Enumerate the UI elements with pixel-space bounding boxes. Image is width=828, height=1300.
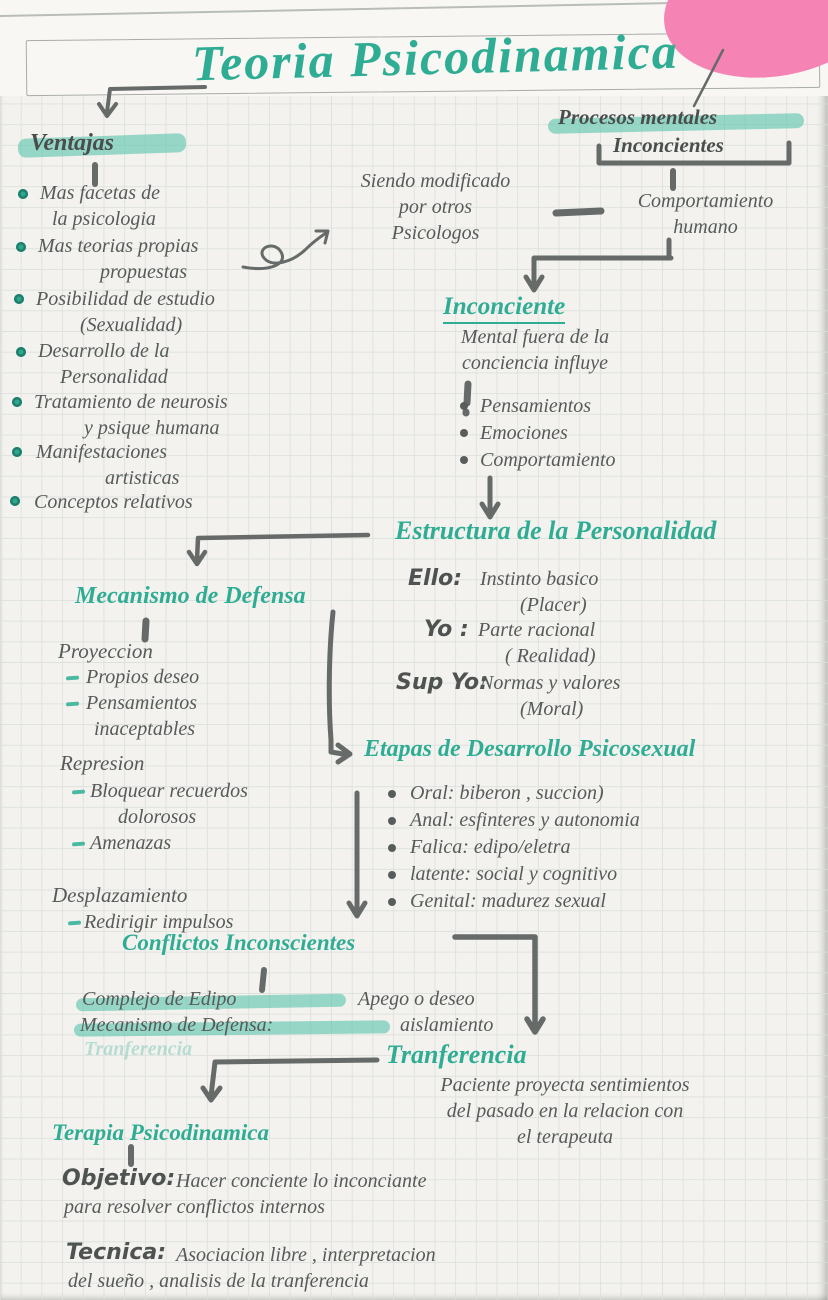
estructura-def: Normas y valores (Moral) — [480, 672, 621, 720]
tecnica-label: Tecnica: — [66, 1240, 167, 1265]
bullet-icon — [12, 447, 22, 457]
ventajas-heading: Ventajas — [30, 130, 115, 156]
defensa-item: Propios deseo — [86, 666, 200, 688]
objetivo-text: Hacer conciente lo inconciante para reso… — [64, 1170, 427, 1218]
etapa-item: Genital: madurez sexual — [410, 890, 606, 912]
terapia-heading: Terapia Psicodinamica — [52, 1120, 270, 1145]
arrow-title-to-ventajas — [97, 85, 207, 118]
arrow-tranferencia-to-terapia — [200, 1057, 380, 1103]
arrow-etapas-to-conflictos — [346, 790, 368, 919]
bullet-icon — [16, 242, 26, 252]
defensa-item: Redirigir impulsos — [84, 911, 234, 933]
bullet-icon — [388, 844, 396, 852]
ventajas-item: Posibilidad de estudio (Sexualidad) — [36, 288, 215, 336]
defensa-item: Amenazas — [90, 832, 172, 854]
inconciente-item: Emociones — [480, 422, 568, 444]
mecanismo-defensa-label: Mecanismo de Defensa: — [80, 1014, 274, 1036]
estructura-term: Sup Yo: — [396, 670, 488, 695]
arrow-comportamiento-to-inconciente — [523, 237, 674, 293]
aislamiento-text: aislamiento — [400, 1014, 494, 1036]
ventajas-item: Mas facetas de la psicologia — [40, 182, 160, 230]
etapa-item: Oral: biberon , succion) — [410, 782, 604, 804]
apego-deseo-text: Apego o deseo — [358, 988, 475, 1010]
arrow-to-estructura — [479, 475, 501, 520]
objetivo-label: Objetivo: — [62, 1166, 176, 1191]
mecanismo-link-dash — [141, 617, 150, 643]
arrow-estructura-to-mecanismo — [186, 532, 371, 567]
modificado-comportamiento-dash — [552, 207, 605, 217]
inconcientes-bracket-underline — [596, 140, 792, 166]
tranferencia-heading: Tranferencia — [386, 1040, 527, 1069]
defensa-group-title: Represion — [60, 751, 145, 775]
estructura-heading: Estructura de la Personalidad — [395, 516, 717, 545]
inconciente-exclamation-dash — [462, 380, 472, 417]
ventajas-item: Mas teorias propias propuestas — [38, 235, 199, 283]
defensa-item: Pensamientos inaceptables — [86, 692, 198, 740]
erased-ghost-text: Tranferencia — [84, 1038, 193, 1060]
bullet-icon — [388, 871, 396, 879]
bullet-icon — [18, 189, 28, 199]
arrow-mecanismo-to-etapas — [326, 609, 353, 765]
inconciente-item: Pensamientos — [480, 395, 592, 417]
etapas-heading: Etapas de Desarrollo Psicosexual — [364, 736, 696, 762]
procesos-mentales-label: Procesos mentales — [558, 105, 718, 129]
inconciente-description: Mental fuera de la conciencia influye — [460, 326, 610, 374]
estructura-term: Ello: — [408, 566, 463, 591]
ventajas-item: Tratamiento de neurosis y psique humana — [34, 391, 228, 439]
arrow-conflictos-to-tranferencia — [452, 934, 546, 1035]
ventajas-item: Manifestaciones artisticas — [36, 441, 180, 489]
defensa-item: Bloquear recuerdos dolorosos — [90, 780, 248, 828]
conflictos-link-dash — [259, 967, 267, 993]
etapa-item: Anal: esfinteres y autonomia — [410, 809, 640, 831]
etapa-item: latente: social y cognitivo — [410, 863, 618, 885]
bullet-icon — [10, 496, 20, 506]
tecnica-text: Asociacion libre , interpretacion del su… — [68, 1244, 436, 1292]
bullet-icon — [16, 347, 26, 357]
bullet-icon — [460, 402, 468, 410]
complejo-edipo-label: Complejo de Edipo — [82, 988, 237, 1010]
estructura-def: Parte racional ( Realidad) — [478, 619, 596, 667]
estructura-def: Instinto basico (Placer) — [480, 568, 599, 616]
teal-squiggle-arrow — [241, 229, 330, 270]
bullet-icon — [460, 429, 468, 437]
pencil-check-slash — [692, 48, 725, 108]
bullet-icon — [388, 790, 396, 798]
defensa-group-title: Proyeccion — [58, 639, 153, 663]
inconciente-item: Comportamiento — [480, 449, 616, 471]
inconciente-heading: Inconciente — [443, 293, 566, 324]
comportamiento-humano-note: Comportamiento humano — [637, 190, 774, 238]
mecanismo-heading: Mecanismo de Defensa — [75, 583, 306, 609]
bullet-icon — [14, 294, 24, 304]
ventajas-item: Conceptos relativos — [34, 491, 193, 513]
etapa-item: Falica: edipo/eletra — [410, 836, 571, 858]
defensa-group-title: Desplazamiento — [52, 883, 188, 907]
bullet-icon — [12, 397, 22, 407]
ventajas-item: Desarrollo de la Personalidad — [38, 340, 170, 388]
conflictos-heading: Conflictos Inconscientes — [122, 930, 356, 955]
estructura-term: Yo : — [424, 617, 469, 642]
bullet-icon — [460, 456, 468, 464]
bullet-icon — [388, 898, 396, 906]
bullet-icon — [388, 817, 396, 825]
inconcientes-label: Inconcientes — [613, 133, 724, 157]
siendo-modificado-note: Siendo modificado por otros Psicologos — [360, 170, 511, 244]
tranferencia-description: Paciente proyecta sentimientos del pasad… — [440, 1074, 690, 1148]
